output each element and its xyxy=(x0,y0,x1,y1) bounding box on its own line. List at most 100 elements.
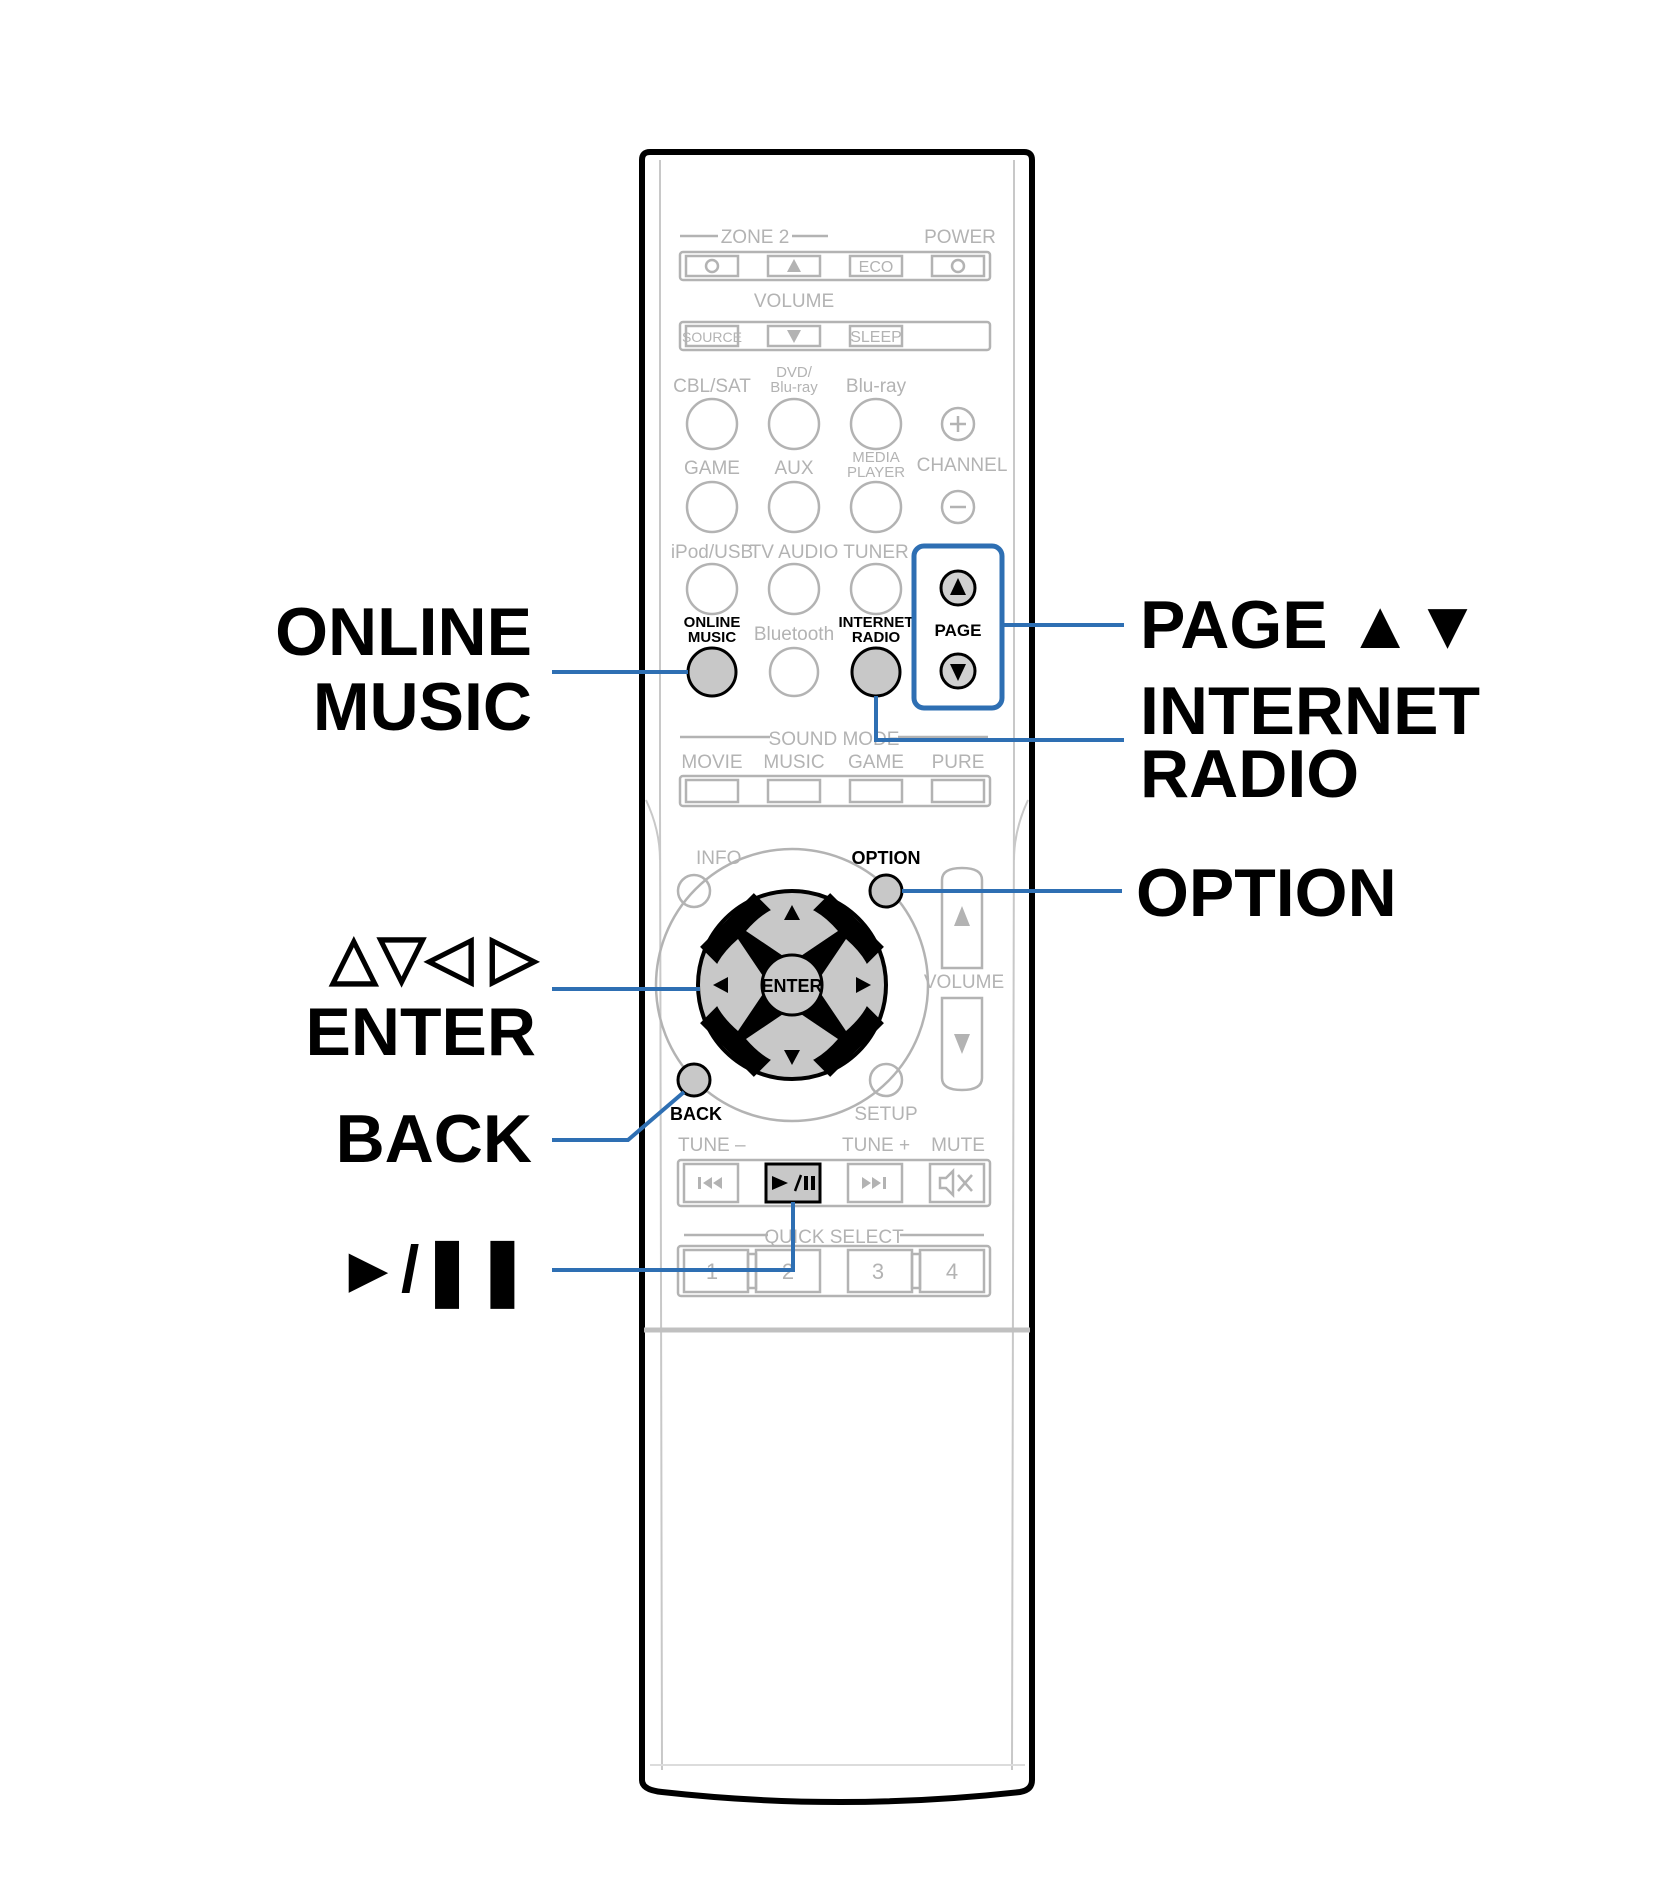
callout-page: PAGE ▲▼ xyxy=(1140,587,1481,663)
zone2-label: ZONE 2 xyxy=(721,227,790,248)
cbl-sat-label: CBL/SAT xyxy=(673,376,751,397)
internet-radio-button[interactable] xyxy=(850,646,902,698)
page-button-group: PAGE xyxy=(911,543,1005,711)
zone2-power-button[interactable] xyxy=(684,254,740,278)
tuner-button[interactable] xyxy=(849,562,903,616)
power-label: POWER xyxy=(924,227,996,248)
source-buttons: CBL/SAT DVD/ Blu-ray Blu-ray GAME AUX ME… xyxy=(671,364,1008,698)
channel-minus-button[interactable] xyxy=(940,489,976,525)
volume-down-button[interactable] xyxy=(766,324,822,348)
quick-select-4-button[interactable]: 4 xyxy=(918,1248,986,1294)
back-label: BACK xyxy=(670,1104,722,1124)
tune-minus-label: TUNE – xyxy=(678,1135,746,1156)
online-music-label-line2: MUSIC xyxy=(688,629,737,646)
callout-online-music-line2: MUSIC xyxy=(313,669,532,745)
setup-button[interactable] xyxy=(868,1062,904,1098)
page-up-button[interactable] xyxy=(939,569,977,607)
page-down-button[interactable] xyxy=(939,652,977,690)
movie-button[interactable] xyxy=(684,778,740,804)
leader-internet-radio xyxy=(874,696,1124,742)
tv-audio-button[interactable] xyxy=(767,562,821,616)
ipod-usb-button[interactable] xyxy=(685,562,739,616)
svg-text:GAME: GAME xyxy=(848,752,904,773)
bluetooth-label: Bluetooth xyxy=(754,624,834,645)
leader-lines xyxy=(552,623,1124,1272)
svg-text:MUSIC: MUSIC xyxy=(763,752,824,773)
volume-label: VOLUME xyxy=(754,291,834,312)
info-label: INFO xyxy=(696,848,741,869)
option-label: OPTION xyxy=(851,848,920,868)
cursor-left-button[interactable] xyxy=(711,939,770,1031)
navigation-section: INFO OPTION VOLUME xyxy=(654,847,1004,1125)
dvd-bluray-button[interactable] xyxy=(767,397,821,451)
svg-text:Blu-ray: Blu-ray xyxy=(846,376,907,397)
play-pause-button[interactable] xyxy=(764,1162,822,1204)
volume-up-button[interactable] xyxy=(766,254,822,278)
enter-button[interactable]: ENTER xyxy=(760,953,824,1017)
sound-mode-label: SOUND MODE xyxy=(769,729,900,750)
svg-text:SLEEP: SLEEP xyxy=(850,329,902,346)
info-button[interactable] xyxy=(676,873,712,909)
svg-text:MOVIE: MOVIE xyxy=(681,752,742,773)
bluetooth-button[interactable] xyxy=(768,646,820,698)
callout-cursor-keys: △▽◁ ▷ xyxy=(328,923,540,992)
leader-play-pause xyxy=(552,1202,795,1272)
sound-mode-group: SOUND MODE MOVIE MUSIC GAME PURE xyxy=(678,729,992,808)
game-mode-button[interactable] xyxy=(848,778,904,804)
zone2-power-group: ZONE 2 POWER ECO VOLUME SOURCE xyxy=(678,227,996,352)
channel-label: CHANNEL xyxy=(917,455,1008,476)
cbl-sat-button[interactable] xyxy=(685,397,739,451)
svg-text:VOLUME: VOLUME xyxy=(924,972,1004,993)
option-button[interactable] xyxy=(868,873,904,909)
aux-button[interactable] xyxy=(767,480,821,534)
channel-plus-button[interactable] xyxy=(940,406,976,442)
transport-row: TUNE – TUNE + MUTE xyxy=(676,1135,992,1208)
power-button[interactable] xyxy=(930,254,986,278)
cursor-right-button[interactable] xyxy=(815,939,873,1031)
pure-button[interactable] xyxy=(930,778,986,804)
internet-radio-label-line2: RADIO xyxy=(852,629,901,646)
callout-option: OPTION xyxy=(1136,855,1397,931)
bluray-button[interactable] xyxy=(849,397,903,451)
svg-text:MEDIA: MEDIA xyxy=(852,449,900,466)
callout-play-pause: ►/❚❚ xyxy=(336,1232,530,1309)
callout-labels: ONLINE MUSIC PAGE ▲▼ INTERNET RADIO OPTI… xyxy=(275,587,1481,1309)
eco-button[interactable]: ECO xyxy=(848,254,904,278)
media-player-button[interactable] xyxy=(849,480,903,534)
svg-text:TV AUDIO: TV AUDIO xyxy=(750,542,839,563)
svg-text:3: 3 xyxy=(872,1259,884,1284)
mute-button[interactable] xyxy=(928,1162,986,1204)
skip-forward-button[interactable] xyxy=(846,1162,904,1204)
callout-back: BACK xyxy=(336,1101,532,1177)
internet-radio-label-line1: INTERNET xyxy=(839,614,914,631)
callout-internet-radio-line1: INTERNET xyxy=(1140,673,1480,749)
skip-back-button[interactable] xyxy=(682,1162,740,1204)
music-button[interactable] xyxy=(766,778,822,804)
svg-text:GAME: GAME xyxy=(684,458,740,479)
online-music-button[interactable] xyxy=(686,646,738,698)
sleep-button[interactable]: SLEEP xyxy=(848,324,904,348)
svg-text:SOURCE: SOURCE xyxy=(682,329,742,345)
side-volume-rocker[interactable]: VOLUME xyxy=(924,866,1004,1092)
svg-text:ENTER: ENTER xyxy=(761,976,822,996)
svg-text:ECO: ECO xyxy=(859,259,894,276)
cursor-down-button[interactable] xyxy=(746,1008,838,1066)
page-label: PAGE xyxy=(935,621,982,640)
cursor-up-button[interactable] xyxy=(746,904,838,963)
callout-enter: ENTER xyxy=(306,994,536,1070)
svg-text:PURE: PURE xyxy=(932,752,985,773)
leader-back xyxy=(552,1090,686,1142)
svg-text:Blu-ray: Blu-ray xyxy=(770,379,818,396)
svg-text:iPod/USB: iPod/USB xyxy=(671,542,753,563)
callout-internet-radio-line2: RADIO xyxy=(1140,736,1359,812)
back-button[interactable] xyxy=(676,1062,712,1098)
tune-plus-label: TUNE + xyxy=(842,1135,910,1156)
svg-text:PLAYER: PLAYER xyxy=(847,464,905,481)
svg-text:AUX: AUX xyxy=(774,458,813,479)
source-button[interactable]: SOURCE xyxy=(682,324,742,348)
svg-text:DVD/: DVD/ xyxy=(776,364,813,381)
game-button[interactable] xyxy=(685,480,739,534)
mute-label: MUTE xyxy=(931,1135,985,1156)
quick-select-label: QUICK SELECT xyxy=(764,1227,904,1248)
